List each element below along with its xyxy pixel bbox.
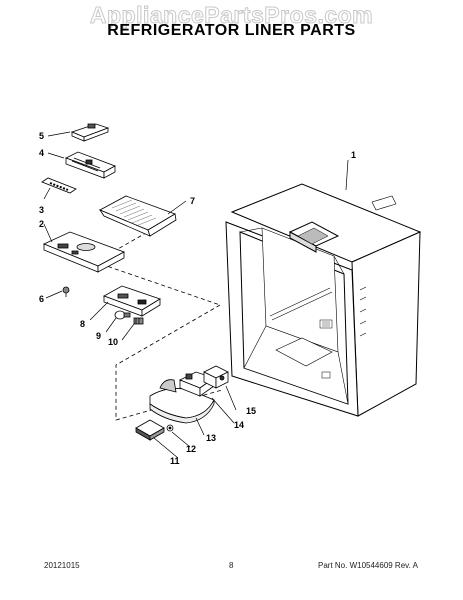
callout-6: 6 [39, 294, 44, 304]
callout-15: 15 [246, 406, 256, 416]
part-13-bracket [149, 379, 215, 424]
callout-13: 13 [206, 433, 216, 443]
page-title: REFRIGERATOR LINER PARTS [107, 22, 356, 39]
footer-page-number: 8 [229, 561, 234, 570]
part-6-screw [62, 286, 70, 297]
part-3-label-strip [41, 177, 77, 194]
callout-3: 3 [39, 205, 44, 215]
part-15-end-cap [203, 365, 229, 389]
part-9-bulb [114, 310, 131, 320]
part-10-connector [133, 317, 144, 325]
assembly-boundary [94, 224, 223, 421]
leader-lines [43, 131, 349, 459]
part-12-washer [166, 424, 174, 432]
footer-part-number: Part No. W10544609 Rev. A [318, 561, 418, 570]
callout-12: 12 [186, 444, 196, 454]
part-11-rail [135, 419, 165, 441]
callout-labels: 1 2 3 4 5 6 7 8 9 10 11 12 13 14 15 [39, 131, 356, 466]
part-4-control-housing [64, 151, 116, 179]
part-1-liner [225, 183, 422, 417]
callout-11: 11 [170, 456, 180, 466]
watermark: AppliancePartsPros.com [89, 2, 374, 29]
callout-1: 1 [351, 150, 356, 160]
callout-4: 4 [39, 148, 44, 158]
callout-7: 7 [190, 196, 195, 206]
part-8-lamp-housing [103, 285, 161, 317]
callout-5: 5 [39, 131, 44, 141]
callout-9: 9 [96, 331, 101, 341]
part-5-bracket [70, 123, 110, 142]
callout-8: 8 [80, 319, 85, 329]
callout-2: 2 [39, 219, 44, 229]
part-2-control-plate [42, 231, 125, 273]
part-7-light-shield [98, 195, 177, 237]
callout-10: 10 [108, 337, 118, 347]
callout-14: 14 [234, 420, 244, 430]
footer-date: 20121015 [44, 561, 80, 570]
